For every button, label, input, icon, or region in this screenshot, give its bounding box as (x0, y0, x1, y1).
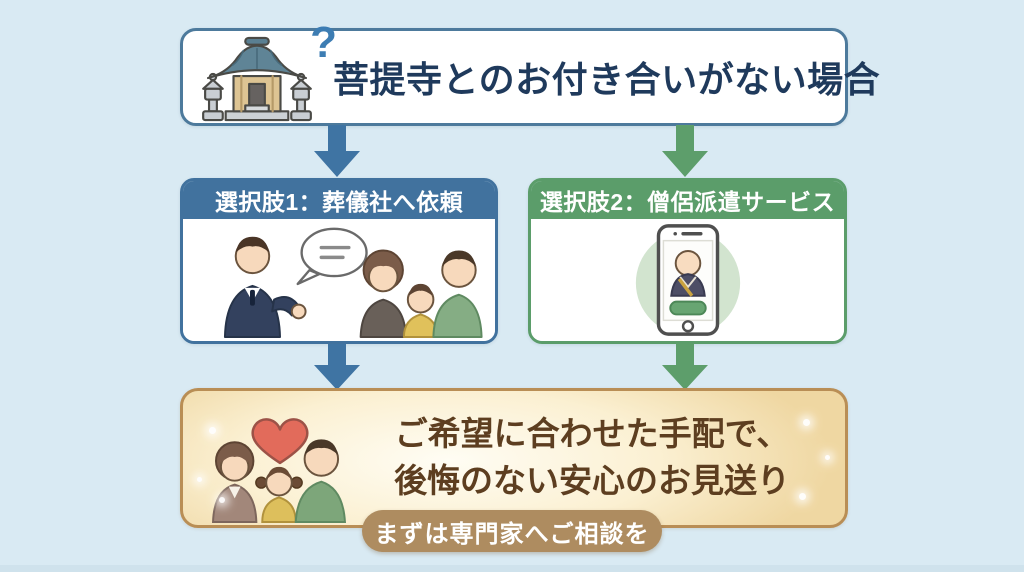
option-1-box: 選択肢1：葬儀社へ依頼 (180, 178, 498, 344)
arrow-down-green-icon (662, 125, 708, 177)
family-heart-illustration (212, 418, 347, 524)
funeral-consultation-illustration (223, 227, 483, 339)
sparkle-icon (197, 477, 202, 482)
result-message-line2: 後悔のない安心のお見送り (394, 462, 790, 499)
arrow-down-blue-icon (314, 344, 360, 390)
family-heart-illustration-wrap (195, 396, 365, 524)
monk-dispatch-app-illustration (635, 224, 740, 336)
temple-illustration: ? (195, 21, 337, 123)
temple-icon (202, 36, 312, 122)
top-condition-box: ? 菩提寺とのお付き合いがない場合 (180, 21, 880, 126)
sparkle-icon (209, 427, 216, 434)
option-2-body (531, 219, 844, 341)
question-mark: ? (310, 18, 337, 67)
result-box: ご希望に合わせた手配で、 後悔のない安心のお見送り (180, 388, 848, 528)
sparkle-icon (825, 455, 830, 460)
option-2-box: 選択肢2：僧侶派遣サービス (528, 178, 847, 344)
option-2-header: 選択肢2：僧侶派遣サービス (531, 181, 844, 219)
bottom-edge-strip (0, 565, 1024, 572)
option-1-header: 選択肢1：葬儀社へ依頼 (183, 181, 495, 219)
consult-badge: まずは専門家へご相談を (362, 510, 662, 552)
sparkle-icon (799, 493, 806, 500)
sparkle-icon (803, 419, 810, 426)
option-1-body (183, 219, 495, 341)
arrow-down-green-icon (662, 344, 708, 390)
arrow-down-blue-icon (314, 125, 360, 177)
sparkle-icon (219, 497, 225, 503)
result-message-line1: ご希望に合わせた手配で、 (394, 415, 790, 453)
result-message: ご希望に合わせた手配で、 後悔のない安心のお見送り (365, 411, 819, 505)
top-condition-title: 菩提寺とのお付き合いがない場合 (333, 59, 881, 100)
